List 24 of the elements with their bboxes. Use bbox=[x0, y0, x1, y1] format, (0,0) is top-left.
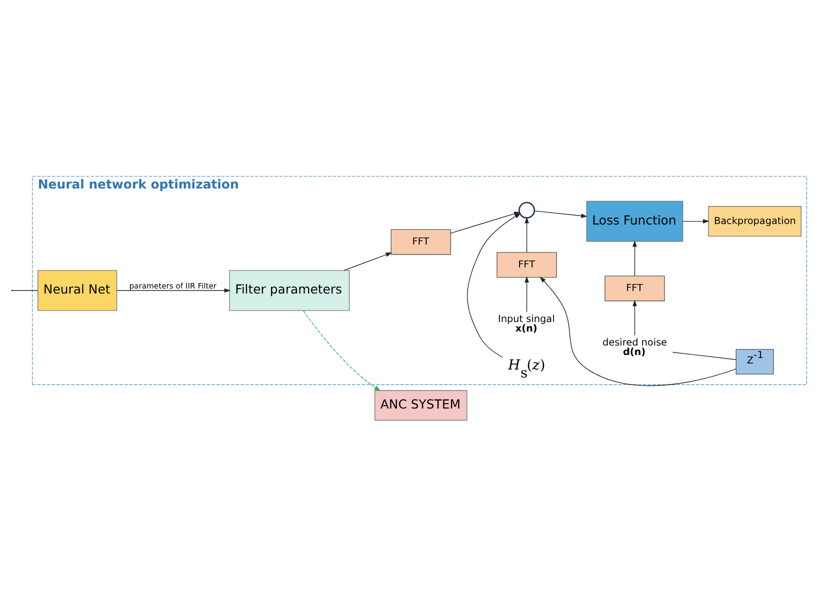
node-box: ANC SYSTEM bbox=[374, 390, 468, 421]
arrow bbox=[632, 300, 637, 336]
arrow bbox=[344, 252, 392, 271]
connector bbox=[12, 290, 38, 291]
arrow bbox=[682, 219, 710, 224]
node-box: FFT bbox=[604, 276, 665, 302]
arrow bbox=[524, 217, 529, 253]
node-box: Filter parameters bbox=[229, 270, 350, 311]
node-box: Neural Net bbox=[38, 270, 118, 311]
connector bbox=[672, 352, 736, 360]
arrow bbox=[540, 276, 736, 386]
arrow bbox=[524, 276, 529, 312]
arrow bbox=[467, 213, 521, 358]
arrow bbox=[632, 240, 637, 276]
node-text: desired noise d(n) bbox=[602, 337, 668, 358]
node-box: FFT bbox=[390, 229, 451, 255]
arrow bbox=[303, 310, 381, 391]
node-circle bbox=[518, 202, 536, 219]
node-box: Loss Function bbox=[586, 200, 684, 242]
node-text: Input singal x(n) bbox=[498, 314, 555, 334]
node-box: Backpropagation bbox=[708, 206, 802, 236]
node-box: FFT bbox=[496, 252, 557, 278]
arrow bbox=[534, 210, 588, 218]
arrow bbox=[116, 288, 231, 293]
